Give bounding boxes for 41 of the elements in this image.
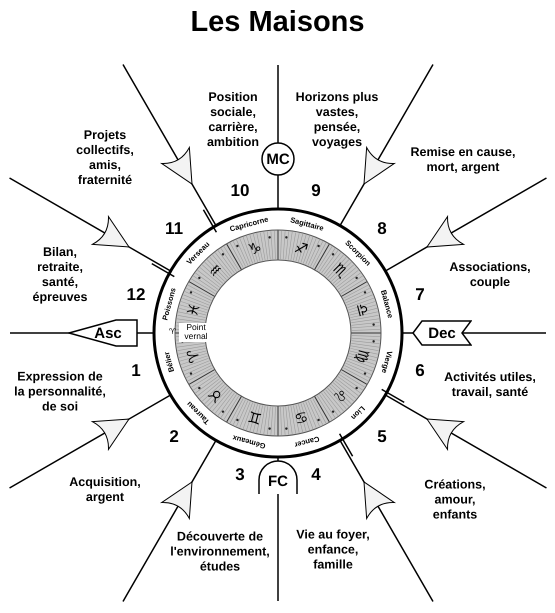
house-description: Acquisition, argent (68, 475, 142, 505)
house-description: Position sociale, carrière, ambition (206, 90, 260, 150)
house-number: 4 (311, 464, 321, 485)
house-number: 3 (235, 464, 245, 485)
house-number: 12 (126, 284, 146, 305)
house-number: 6 (415, 361, 425, 382)
zodiac-symbol: ♎ (353, 302, 372, 319)
flag-node: Dec (412, 320, 472, 346)
arrow-node: Asc (68, 319, 138, 347)
zodiac-symbol: ♏ (329, 261, 350, 282)
circle-node: MC (261, 142, 295, 176)
house-number: 9 (311, 181, 321, 201)
house-description: Horizons plus vastes, pensée, voyages (294, 90, 380, 150)
zodiac-symbol: ♉ (206, 384, 227, 405)
zodiac-symbol: ♊ (247, 408, 264, 426)
zodiac-symbol: ♌ (329, 384, 350, 405)
house-description: Projets collectifs, amis, fraternité (75, 128, 135, 188)
house-number: 2 (169, 426, 179, 447)
house-number: 5 (377, 426, 387, 447)
house-description: Créations, amour, enfants (423, 478, 487, 522)
house-description: Remise en cause, mort, argent (410, 145, 516, 175)
house-number: 11 (165, 219, 184, 240)
zodiac-symbol: ♐ (292, 240, 309, 258)
house-number: 10 (230, 181, 250, 201)
zodiac-symbol: ♒ (206, 261, 227, 282)
house-number: 1 (131, 361, 141, 382)
house-description: Associations, couple (448, 260, 532, 290)
zodiac-symbol: ♋ (292, 408, 309, 426)
dome-node: FC (258, 460, 298, 494)
house-description: Expression de la personnalité, de soi (14, 370, 106, 414)
zodiac-symbol: ♈ (184, 347, 203, 364)
zodiac-symbol: ♑ (247, 240, 264, 258)
house-description: Activités utiles, travail, santé (443, 370, 537, 400)
house-number: 7 (415, 284, 425, 305)
zodiac-symbol: ♓ (184, 302, 203, 319)
title: Les Maisons (189, 6, 366, 39)
zodiac-symbol: ♍ (353, 347, 372, 364)
house-number: 8 (377, 219, 387, 240)
house-description: Bilan, retraite, santé, épreuves (32, 245, 88, 305)
house-description: Découverte de l'environnement, études (169, 530, 271, 574)
house-description: Vie au foyer, enfance, famille (295, 528, 371, 572)
